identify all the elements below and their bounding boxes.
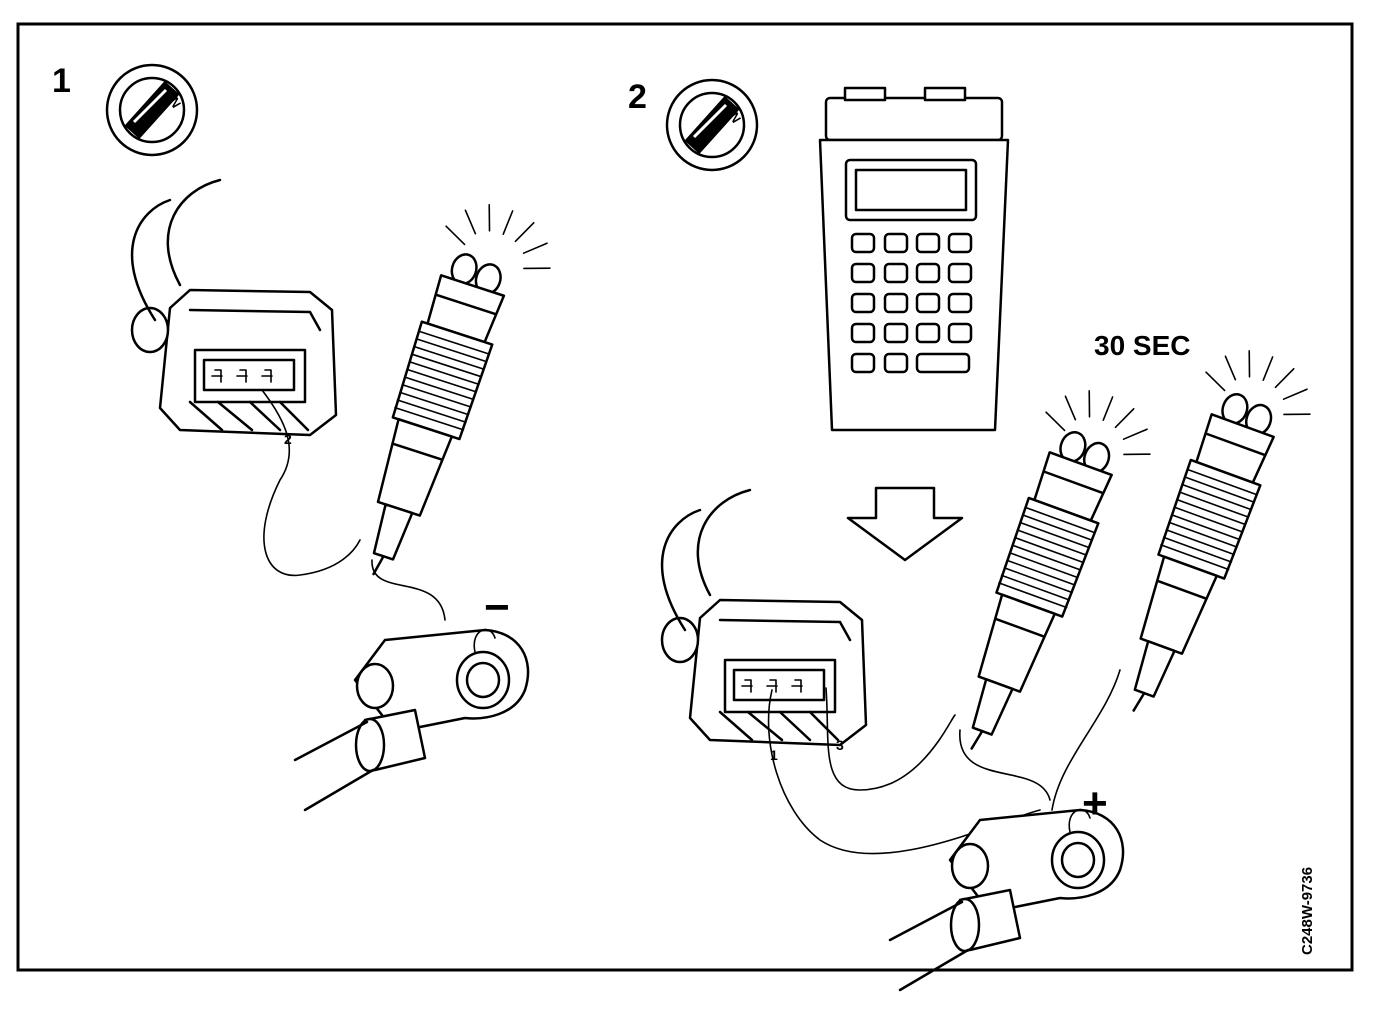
timer-label: 30 SEC (1094, 330, 1191, 361)
test-lamp-icon-2 (940, 375, 1166, 765)
pin-label-1: 1 (770, 747, 778, 763)
ignition-switch-icon-2: ON (665, 78, 759, 172)
engine-connector (130, 178, 338, 437)
test-lamp-icon (341, 189, 566, 589)
step-2-number: 2 (628, 78, 647, 116)
down-arrow-icon (846, 486, 964, 562)
knock-sensor-icon (293, 628, 530, 812)
polarity-plus: + (1082, 779, 1108, 828)
figure-code: C248W-9736 (1299, 867, 1316, 955)
knock-sensor-icon-2 (888, 808, 1125, 992)
scan-tool-icon (818, 86, 1010, 432)
ignition-switch-icon: ON (105, 63, 199, 157)
figure-frame (16, 22, 1354, 972)
polarity-minus: − (484, 583, 510, 632)
engine-connector-2 (660, 488, 868, 747)
step-1-number: 1 (52, 62, 71, 100)
test-lamp-icon-3 (1102, 335, 1326, 727)
pin-label-3: 3 (836, 737, 844, 753)
